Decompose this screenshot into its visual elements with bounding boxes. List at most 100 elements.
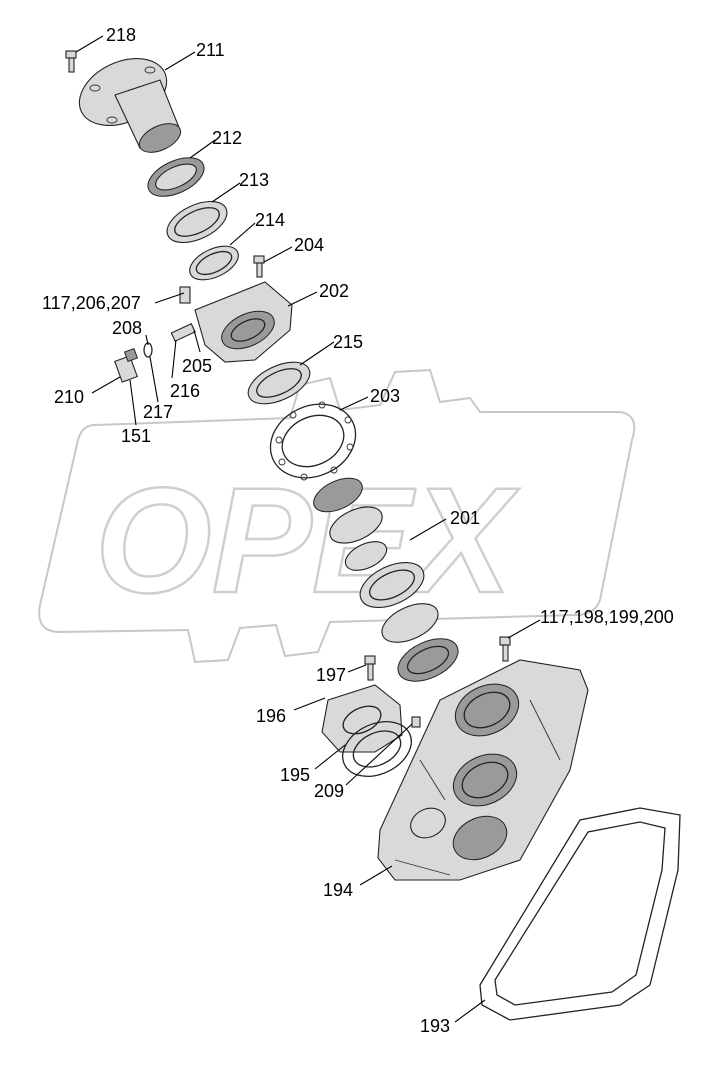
part-203-gasket [269, 401, 357, 481]
gasket-hole [330, 466, 338, 474]
ring-outer [189, 245, 239, 281]
part-193-gasket [479, 807, 681, 1021]
watermark: OPEX [38, 368, 636, 664]
leader-217 [149, 356, 159, 403]
callout-196: 196 [256, 706, 286, 726]
callout-210: 210 [54, 387, 84, 407]
sensor-head [123, 347, 139, 363]
part-210-sensor [114, 347, 139, 383]
gasket-hole [289, 411, 297, 419]
callout-194: 194 [323, 880, 353, 900]
part-213-ring [166, 200, 228, 244]
sensor-body [114, 355, 138, 383]
part-201-shaft-assembly [313, 477, 459, 682]
callout-151: 151 [121, 426, 151, 446]
leader-214 [229, 222, 256, 246]
callout-labels: 218 211 212 213 214 204 117,206,207 202 … [42, 25, 674, 1036]
part-214-ring [189, 245, 239, 281]
callout-217: 217 [143, 402, 173, 422]
part-204-bolt [253, 255, 265, 278]
callout-204: 204 [294, 235, 324, 255]
part-194-gearbox-housing [377, 659, 589, 881]
bearing-inner [256, 368, 302, 398]
leader-218 [75, 35, 104, 53]
part-216-fitting [170, 322, 196, 342]
leader-151 [129, 379, 137, 426]
gasket-inner [494, 821, 666, 1006]
callout-209: 209 [314, 781, 344, 801]
part-212-seal [147, 157, 205, 197]
ring-outer [166, 200, 228, 244]
callout-117-206-207: 117,206,207 [42, 293, 141, 313]
leader-205 [193, 329, 201, 353]
housing-boss [410, 807, 446, 839]
leader-215 [299, 341, 335, 366]
gasket-hole [346, 443, 354, 451]
spline-end [138, 123, 182, 153]
taper-bearing [313, 477, 363, 513]
bolt-shank [68, 57, 75, 73]
housing-ribs [394, 699, 561, 876]
part-202-housing [179, 281, 293, 363]
callout-211: 211 [196, 40, 225, 60]
part-209-plug [411, 716, 421, 728]
gasket-outer [342, 721, 412, 777]
flange-hole [144, 66, 156, 74]
callout-197: 197 [316, 665, 346, 685]
leader-lines [75, 35, 541, 1023]
leader-216 [171, 339, 177, 379]
ring-inner [174, 207, 220, 237]
housing-bore [221, 310, 275, 350]
cover-body [321, 684, 403, 753]
bolt-head [253, 255, 265, 264]
leader-194 [359, 865, 393, 886]
gasket-hole [300, 473, 308, 481]
housing-bore-mid [452, 753, 518, 807]
collar [344, 541, 388, 571]
bolt-head [364, 655, 376, 665]
leader-212 [189, 139, 216, 159]
bearing-outer [247, 361, 311, 405]
housing-bore-mid-inner [461, 761, 509, 799]
leader-202 [287, 291, 318, 307]
leader-210 [91, 376, 121, 394]
gasket-inner [281, 414, 345, 468]
housing-bore-bottom [452, 815, 508, 861]
callout-205: 205 [182, 356, 212, 376]
part-215-bearing [247, 361, 311, 405]
flange-hole [106, 116, 118, 124]
seal-inner [155, 163, 197, 191]
callout-195: 195 [280, 765, 310, 785]
leader-201 [409, 518, 447, 541]
gasket-outer [479, 807, 681, 1021]
watermark-text: OPEX [95, 456, 520, 624]
spacer [329, 506, 383, 544]
leader-196 [293, 697, 326, 711]
leader-213 [211, 182, 241, 203]
bolt-shank [256, 262, 263, 278]
part-208-washer [143, 342, 153, 358]
pinion-gear-inner [406, 645, 450, 675]
leader-117-198-199-200 [507, 619, 541, 639]
callout-208: 208 [112, 318, 142, 338]
leader-204 [263, 246, 293, 263]
bearing-race [381, 603, 439, 643]
housing-bore-inner [230, 318, 266, 342]
watermark-gear-outline [38, 368, 636, 664]
part-198-bolt [499, 636, 511, 662]
gear-large-inner [369, 569, 415, 601]
callout-215: 215 [333, 332, 363, 352]
callout-117-198-199-200: 117,198,199,200 [540, 607, 674, 627]
gasket-hole [344, 416, 352, 424]
leader-211 [164, 51, 196, 71]
bolt-head [65, 50, 77, 59]
gasket-inner [352, 730, 402, 768]
callout-193: 193 [420, 1016, 450, 1036]
callout-202: 202 [319, 281, 349, 301]
bolt-shank [367, 663, 374, 681]
gasket-outer [269, 403, 357, 479]
housing-lug [179, 286, 191, 304]
leader-197 [347, 664, 367, 673]
gasket-hole [318, 401, 326, 409]
